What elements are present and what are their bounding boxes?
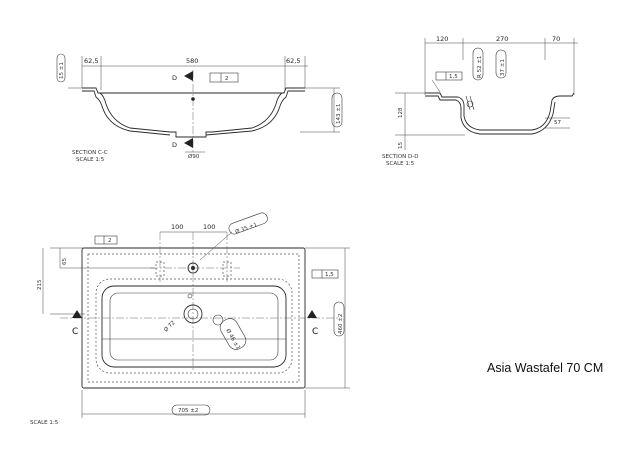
dim-dd-r2: 37 ±1	[500, 59, 506, 76]
section-dd-view: 120 270 70 R 52 ±1 37 ±1 1,5 128 15 57 S…	[382, 35, 578, 167]
product-title: Asia Wastafel 70 CM	[487, 361, 604, 375]
dim-cc-width: 580	[186, 57, 198, 65]
dim-dd-base: 15	[398, 142, 404, 149]
dim-plan-top-offset: 65	[62, 258, 68, 265]
section-cc-scale: SCALE 1:5	[76, 157, 105, 163]
dim-dd-a: 120	[436, 35, 448, 43]
dim-plan-depth: 460 ±2	[338, 314, 344, 334]
tol-cc: 2	[225, 76, 229, 82]
section-mark-d-bottom: D	[172, 141, 177, 149]
tol-plan-right: 1,5	[325, 272, 334, 278]
section-dd-scale: SCALE 1:5	[386, 161, 415, 167]
tol-dd: 1,5	[449, 74, 458, 80]
dim-cc-right: 62,5	[286, 57, 300, 65]
dim-cc-top: 15 ±1	[59, 62, 65, 79]
dim-dd-depth: 128	[398, 107, 404, 118]
dim-plan-tap: Ø 35 ±1	[234, 221, 258, 235]
dim-dd-c: 70	[552, 35, 560, 43]
section-cc-view: 62,5 580 62,5 15 ±1 143 ±1 D D 2 Ø90 SEC…	[56, 53, 343, 163]
dim-dd-bottom: 57	[554, 120, 561, 126]
section-mark-d-top: D	[172, 74, 177, 82]
dim-plan-hole-left: 100	[171, 223, 183, 231]
dim-dd-b: 270	[496, 35, 508, 43]
tol-plan-top: 2	[108, 238, 112, 244]
dim-plan-drain: Ø 72	[162, 319, 176, 333]
dim-cc-drain: Ø90	[188, 153, 200, 160]
dim-dd-r1: R 52 ±1	[477, 56, 483, 78]
dim-cc-height: 143 ±1	[336, 104, 342, 124]
plan-scale: SCALE 1:5	[30, 420, 59, 426]
dim-plan-width: 705 ±2	[178, 408, 198, 414]
dim-plan-center: 215	[37, 279, 43, 290]
section-mark-c-left: C	[72, 327, 78, 337]
dim-cc-left: 62,5	[84, 57, 98, 65]
section-mark-c-right: C	[312, 327, 318, 337]
dim-plan-hole-right: 100	[203, 223, 215, 231]
section-cc-label: SECTION C-C	[72, 150, 108, 156]
plan-view: 100 100 Ø 35 ±1 2 1,5 Ø 72 Ø 46 ±1 65 21…	[30, 212, 350, 426]
section-dd-label: SECTION D-D	[382, 154, 418, 160]
